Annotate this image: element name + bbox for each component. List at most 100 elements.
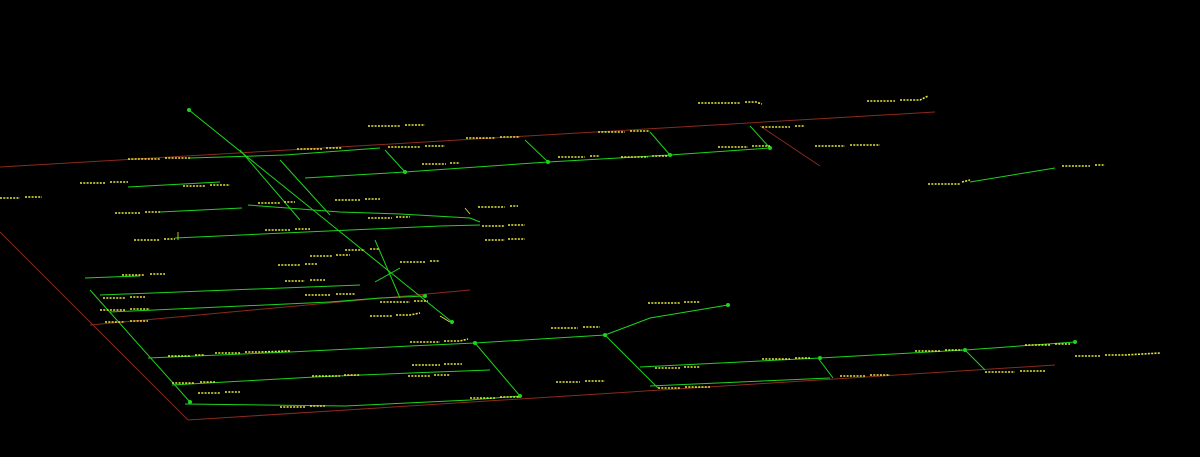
pipe-annotation [370,312,421,317]
leader-tick [439,315,451,323]
pipe-annotation [128,157,190,160]
pipe-annotation [718,145,770,148]
pipe-right-upper [969,167,1056,183]
pipe-annotation [815,144,880,147]
pipe-annotation [400,260,440,263]
pipe-mid-connector [379,295,426,299]
pipe-lower-drop-2 [474,342,521,397]
pipe-node [403,170,407,174]
pipe-annotation [1062,164,1105,167]
pipe-node [603,333,607,337]
front-boundary-line [187,364,1056,421]
pipe-annotation [985,370,1045,373]
pipe-annotation [310,254,350,257]
pipe-upper-drop-1 [524,139,549,163]
pipe-annotation [115,211,160,214]
pipe-annotation [168,354,205,357]
pipe-top-branch [189,147,381,159]
pipe-node [963,348,967,352]
pipe-mid-branch-3 [109,297,381,313]
pipe-network [84,109,1076,407]
pipe-annotation [380,300,428,303]
pipe-node [518,394,522,398]
pipe-annotation [297,147,342,150]
pipe-annotation [466,136,520,139]
pipe-annotation [335,198,380,201]
pipe-annotation [345,248,380,251]
pipe-node [818,356,822,360]
pipe-riser-upper [239,149,301,221]
pipe-annotation [412,363,462,366]
pipe-annotation [368,216,410,219]
pipe-annotation [103,296,145,299]
pipe-node [473,341,477,345]
pipe-lower-right-1 [639,341,1076,368]
pipe-annotation [258,201,295,204]
back-boundary-line [0,111,936,168]
pipe-annotation [183,184,230,187]
pipe-node [450,320,454,324]
pipe-annotation [1075,352,1161,357]
pipe-lower-drop-4 [964,349,986,371]
pipe-node [768,146,772,150]
pipe-annotation [621,155,668,158]
pipe-annotation [100,308,150,311]
pipe-node [1073,340,1077,344]
pipe-annotation [388,145,445,148]
pipe-annotation [915,349,962,352]
pipe-annotation [105,320,148,323]
pipe-annotation [368,124,425,127]
pipe-node [546,160,550,164]
pipe-junction-nodes [187,108,1077,404]
pipe-lower-branch-2 [171,369,491,386]
pipe-lower-right-2 [649,377,831,387]
pipe-mid-branch-2 [99,284,361,296]
pipe-annotation [305,293,355,296]
pipe-annotation [762,125,805,128]
pipe-lower-feed [604,304,729,336]
pipe-riser-mid [279,159,331,216]
pipe-node [726,303,730,307]
annotation-leaders [177,207,471,323]
pipe-annotation [312,374,360,377]
pipe-left-branch-4 [247,204,481,223]
pipe-annotation [928,179,971,185]
pipe-annotation [655,366,700,369]
pipe-annotation [280,405,325,408]
pipe-annotation [134,238,175,241]
pipe-annotation [558,155,600,158]
pipe-annotation [80,181,128,184]
pipe-annotation [0,196,42,199]
pipe-mid-drop-1 [374,239,401,299]
pipe-annotation [485,238,525,241]
pipe-lower-branch-1 [147,334,606,359]
pipe-annotation [408,374,450,377]
pipe-annotation [598,130,650,133]
floor-boundary-lines [0,111,1056,421]
pipe-node [187,108,191,112]
pipe-annotation-labels [0,95,1161,408]
right-diagonal-line [759,125,821,167]
left-boundary-line [0,231,189,421]
pipe-annotation [410,338,469,343]
pipe-annotation [1025,343,1070,346]
pipe-annotation [658,386,710,389]
pipe-node [188,400,192,404]
pipe-riser-main [188,109,453,323]
pipe-lower-drop-3 [817,357,834,379]
pipe-mid-branch-4 [374,267,401,283]
pipe-left-branch-3 [174,224,481,239]
pipe-annotation [198,391,240,394]
pipe-mid-branch-1 [84,275,141,279]
pipe-annotation [265,228,310,231]
pipe-annotation [840,374,890,377]
pipe-annotation [698,101,763,105]
pipe-left-branch-2 [159,207,243,213]
pipe-annotation [122,273,165,276]
pipe-annotation [172,381,215,384]
pipe-upper-drop-4 [384,149,406,173]
pipe-annotation [867,95,929,102]
pipe-annotation [762,357,810,360]
pipe-lower-drop-1 [604,334,659,389]
